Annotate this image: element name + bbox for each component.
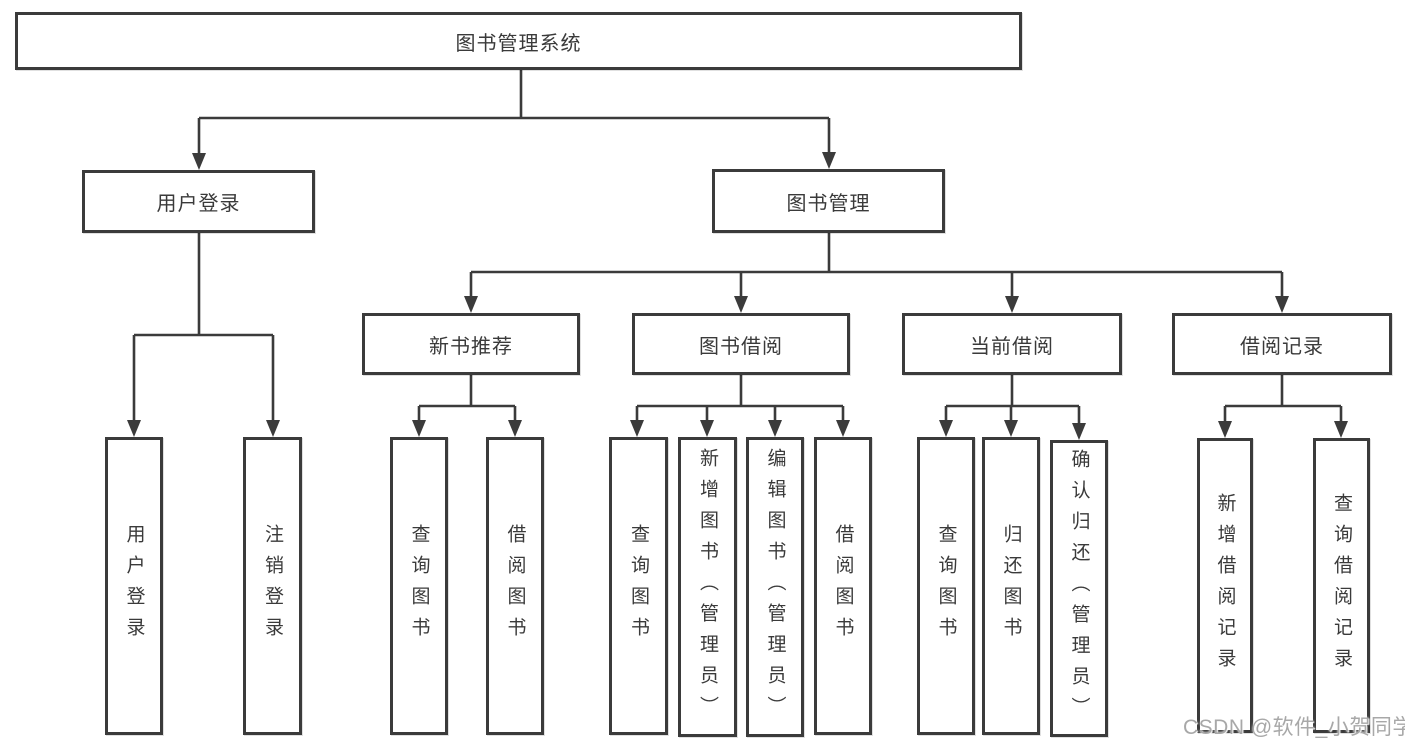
leaf-query-borrow-record: 查询借阅记录 (1313, 438, 1370, 733)
node-book-management-group: 图书管理 (712, 169, 945, 233)
node-borrow-records: 借阅记录 (1172, 313, 1392, 375)
node-new-book-recommend: 新书推荐 (362, 313, 580, 375)
watermark: CSDN @软件_小贺同学 (1183, 716, 1405, 739)
leaf-edit-book-admin: 编辑图书（管理员） (746, 437, 804, 737)
leaf-borrow-books-1: 借阅图书 (486, 437, 544, 735)
leaf-add-borrow-record: 新增借阅记录 (1197, 438, 1253, 733)
leaf-borrow-books-2: 借阅图书 (814, 437, 872, 735)
leaf-confirm-return-admin: 确认归还（管理员） (1050, 440, 1108, 737)
leaf-logout: 注销登录 (243, 437, 302, 735)
leaf-query-books-1: 查询图书 (390, 437, 448, 735)
leaf-query-books-3: 查询图书 (917, 437, 975, 735)
node-user-login-group: 用户登录 (82, 170, 315, 233)
leaf-query-books-2: 查询图书 (609, 437, 668, 735)
node-current-borrow: 当前借阅 (902, 313, 1122, 375)
leaf-return-books: 归还图书 (982, 437, 1040, 735)
node-root: 图书管理系统 (15, 12, 1022, 70)
leaf-add-book-admin: 新增图书（管理员） (678, 437, 737, 737)
node-book-borrow: 图书借阅 (632, 313, 850, 375)
leaf-user-login: 用户登录 (105, 437, 163, 735)
